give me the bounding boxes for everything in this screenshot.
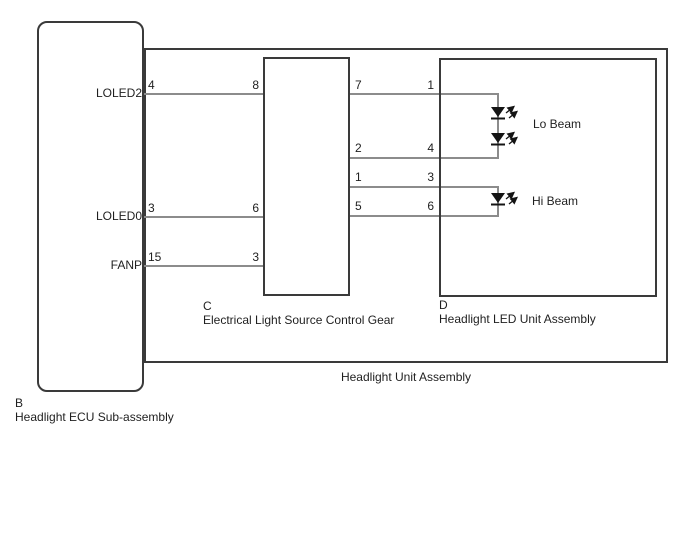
pin-label-gear-1: 1 xyxy=(355,170,362,184)
block-label-led-unit: Headlight LED Unit Assembly xyxy=(439,312,596,326)
block-label-headlight-unit: Headlight Unit Assembly xyxy=(340,370,472,384)
signal-label-fanp: FANP xyxy=(110,258,142,272)
pin-label-gear-7: 7 xyxy=(355,78,362,92)
wire-loled2 xyxy=(144,93,265,95)
signal-label-loled0: LOLED0 xyxy=(95,209,142,223)
pin-label-ecu-15: 15 xyxy=(148,250,162,264)
pin-label-gear-5: 5 xyxy=(355,199,362,213)
wire-gear7-led1 xyxy=(348,93,498,95)
pin-label-gear-8: 8 xyxy=(252,78,259,92)
wire-gear5-led6 xyxy=(348,215,498,217)
pin-label-gear-6: 6 xyxy=(252,201,259,215)
block-code-control-gear: C xyxy=(203,299,212,313)
block-label-ecu: Headlight ECU Sub-assembly xyxy=(15,410,174,424)
pin-label-led-4: 4 xyxy=(427,141,434,155)
block-label-control-gear: Electrical Light Source Control Gear xyxy=(203,313,395,327)
headlight-ecu-box xyxy=(37,21,144,392)
led-icon-lo-1 xyxy=(491,105,519,120)
pin-label-led-6: 6 xyxy=(427,199,434,213)
led-icon-lo-2 xyxy=(491,131,519,146)
control-gear-box xyxy=(263,57,350,296)
led-icon-hi xyxy=(491,191,519,206)
wire-fanp xyxy=(144,265,265,267)
wire-gear2-led4 xyxy=(348,157,498,159)
led-unit-box xyxy=(439,58,657,297)
headlight-unit-assembly-box xyxy=(144,48,668,363)
block-code-led-unit: D xyxy=(439,298,448,312)
lo-beam-label: Lo Beam xyxy=(533,117,582,131)
hi-beam-label: Hi Beam xyxy=(532,194,579,208)
pin-label-ecu-4: 4 xyxy=(148,78,155,92)
pin-label-ecu-3: 3 xyxy=(148,201,155,215)
wire-loled0 xyxy=(144,216,265,218)
pin-label-gear-3: 3 xyxy=(252,250,259,264)
pin-label-led-3: 3 xyxy=(427,170,434,184)
wire-gear1-led3 xyxy=(348,186,498,188)
block-code-ecu: B xyxy=(15,396,24,410)
pin-label-gear-2: 2 xyxy=(355,141,362,155)
wire-lo-beam-vertical xyxy=(497,93,499,159)
signal-label-loled2: LOLED2 xyxy=(95,86,142,100)
pin-label-led-1: 1 xyxy=(427,78,434,92)
